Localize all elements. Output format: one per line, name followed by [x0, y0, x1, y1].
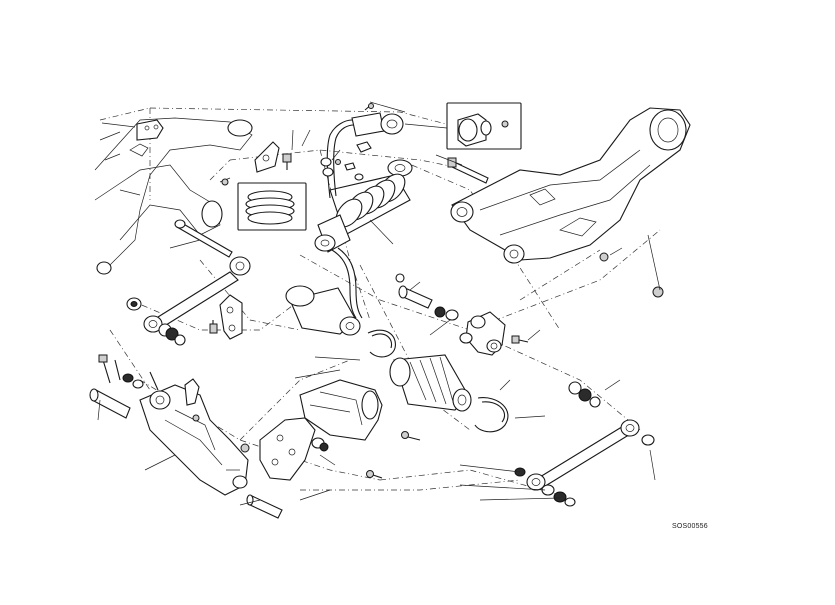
adjuster-knob-callout: [404, 102, 522, 150]
shock-absorber: [314, 119, 413, 319]
small-fasteners-top: [331, 141, 372, 181]
swingarm: [450, 107, 691, 298]
rocker-linkage: [395, 273, 529, 356]
reservoir-canister: [285, 285, 396, 358]
reservoir-sleeve: [389, 354, 509, 433]
spring-callout: [237, 182, 307, 231]
leader-lines: [97, 101, 661, 506]
figure-code: SOS00556: [672, 523, 708, 530]
rear-set-bracket: [89, 354, 283, 519]
tie-rod-upper: [126, 219, 251, 346]
frame-assembly: [94, 117, 253, 275]
shock-mount-plate: [219, 141, 292, 186]
heat-shield: [299, 379, 421, 479]
linkage-bracket-small: [209, 294, 243, 340]
tie-rod-lower: [514, 381, 655, 507]
cover-plate: [259, 417, 329, 481]
preload-adjuster: [351, 103, 404, 137]
